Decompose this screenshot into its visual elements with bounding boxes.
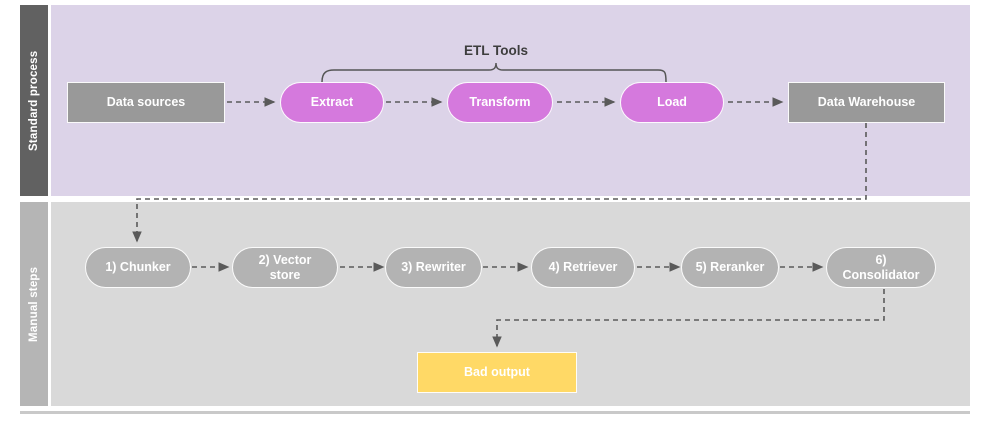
node-label-retriever: 4) Retriever: [548, 260, 618, 274]
node-label-consolidator: 6) Consolidator: [842, 253, 919, 283]
node-label-vector-store-line2: store: [269, 267, 301, 282]
node-label-vector-store: 2) Vector store: [259, 253, 312, 283]
node-reranker[interactable]: 5) Reranker: [681, 247, 779, 288]
node-extract[interactable]: Extract: [280, 82, 384, 123]
node-label-chunker: 1) Chunker: [105, 260, 171, 274]
node-vector-store[interactable]: 2) Vector store: [232, 247, 338, 288]
node-transform[interactable]: Transform: [447, 82, 553, 123]
lane-header-manual-steps: Manual steps: [20, 202, 48, 406]
node-data-sources[interactable]: Data sources: [67, 82, 225, 123]
node-data-warehouse[interactable]: Data Warehouse: [788, 82, 945, 123]
node-rewriter[interactable]: 3) Rewriter: [385, 247, 482, 288]
node-label-transform: Transform: [469, 95, 531, 109]
node-label-data-sources: Data sources: [106, 95, 186, 109]
node-label-load: Load: [657, 95, 687, 109]
lane-header-standard-process: Standard process: [20, 5, 48, 196]
node-load[interactable]: Load: [620, 82, 724, 123]
bottom-divider: [20, 411, 970, 414]
node-label-consolidator-line2: Consolidator: [842, 267, 920, 282]
node-label-rewriter: 3) Rewriter: [401, 260, 466, 274]
lane-label-manual-steps: Manual steps: [28, 266, 40, 342]
lane-label-standard-process: Standard process: [28, 50, 40, 151]
node-chunker[interactable]: 1) Chunker: [85, 247, 191, 288]
node-label-data-warehouse: Data Warehouse: [817, 95, 916, 109]
node-retriever[interactable]: 4) Retriever: [531, 247, 635, 288]
node-bad-output[interactable]: Bad output: [417, 352, 577, 393]
etl-tools-label: ETL Tools: [464, 43, 528, 58]
node-consolidator[interactable]: 6) Consolidator: [826, 247, 936, 288]
node-label-consolidator-line1: 6): [875, 252, 887, 267]
node-label-reranker: 5) Reranker: [695, 260, 765, 274]
node-label-extract: Extract: [310, 95, 354, 109]
node-label-bad-output: Bad output: [464, 365, 530, 379]
node-label-vector-store-line1: 2) Vector: [258, 252, 312, 267]
